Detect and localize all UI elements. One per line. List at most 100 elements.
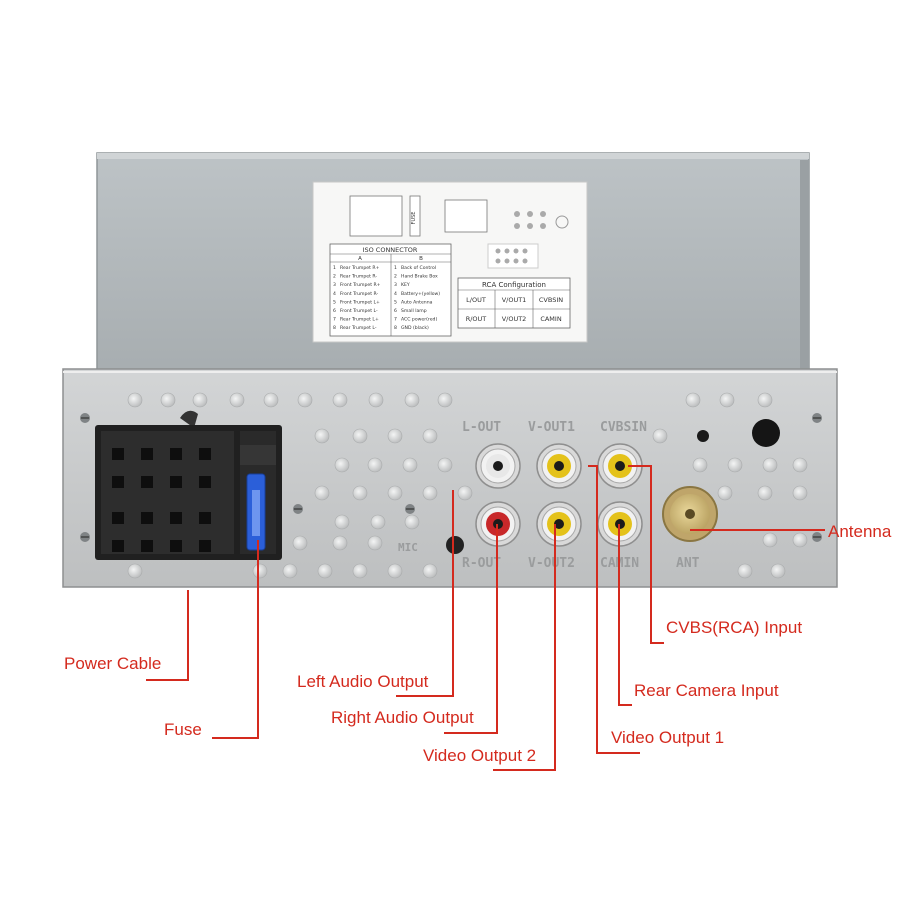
cvbsin-jack xyxy=(597,443,643,489)
panel-dimple xyxy=(368,392,384,408)
iso-table-cell: Rear Trumpet L- xyxy=(340,325,377,331)
panel-dimple xyxy=(160,392,176,408)
callout-left-audio-output: Left Audio Output xyxy=(297,672,429,691)
connector-pin xyxy=(112,448,124,460)
panel-dimple xyxy=(717,485,733,501)
video1-leader xyxy=(588,465,640,754)
panel-dimple xyxy=(334,514,350,530)
cvbs-leader xyxy=(628,465,664,644)
left-audio-leader xyxy=(396,490,454,697)
panel-dimple xyxy=(332,535,348,551)
panel-dimple xyxy=(127,563,143,579)
rear-camera-leader xyxy=(618,524,632,706)
right-audio-leader xyxy=(444,524,498,734)
panel-dimple xyxy=(727,457,743,473)
label-ant: ANT xyxy=(676,556,700,571)
callout-video-output-2: Video Output 2 xyxy=(423,746,537,765)
callout-right-audio-output: Right Audio Output xyxy=(331,708,474,727)
panel-dimples xyxy=(127,392,808,579)
panel-dimple xyxy=(352,485,368,501)
callout-video-output-1: Video Output 1 xyxy=(611,728,725,747)
iso-table-cell: Front Trumpet L- xyxy=(340,308,378,314)
connector-pin xyxy=(112,476,124,488)
connector-pin xyxy=(199,448,211,460)
iso-power-connector xyxy=(95,410,282,560)
iso-col-b: B xyxy=(419,256,423,262)
iso-table-cell: Small lamp xyxy=(401,308,427,314)
panel-dimple xyxy=(792,485,808,501)
rca-config-cell: R/OUT xyxy=(466,315,487,323)
panel-dimple xyxy=(387,485,403,501)
panel-dimple xyxy=(422,485,438,501)
connector-pin xyxy=(141,448,153,460)
hole-icon xyxy=(752,419,780,447)
iso-table-cell: Rear Trumpet L+ xyxy=(340,317,379,323)
iso-table-cell: Rear Trumpet R+ xyxy=(340,265,380,271)
iso-table-cell: Auto Antenna xyxy=(401,299,433,305)
panel-dimple xyxy=(402,457,418,473)
iso-table-cell: 2 xyxy=(333,274,336,280)
iso-table-cell: 3 xyxy=(394,282,397,288)
panel-dimple xyxy=(762,457,778,473)
iso-table-cell: 1 xyxy=(333,265,336,271)
panel-dimple xyxy=(367,457,383,473)
rca-jacks xyxy=(475,443,643,547)
panel-dimple xyxy=(292,535,308,551)
rca-config-cell: V/OUT1 xyxy=(502,296,527,304)
panel-dimple xyxy=(317,563,333,579)
panel-dimple xyxy=(404,392,420,408)
panel-dimple xyxy=(314,428,330,444)
panel-dimple xyxy=(352,428,368,444)
panel-dimple xyxy=(457,485,473,501)
rca-config-cell: CVBSIN xyxy=(539,296,563,304)
panel-dimple xyxy=(692,457,708,473)
connector-pin xyxy=(199,512,211,524)
v-out2-jack xyxy=(536,501,582,547)
iso-table-cell: Front Trumpet R+ xyxy=(340,282,381,288)
rca-config-cell: V/OUT2 xyxy=(502,315,527,323)
iso-table-cell: GND (black) xyxy=(401,325,429,331)
iso-table-cell: Front Trumpet L+ xyxy=(340,299,380,305)
rca-config-title: RCA Configuration xyxy=(482,281,546,289)
panel-dimple xyxy=(387,563,403,579)
panel-dimple xyxy=(352,563,368,579)
label-cvbsin: CVBSIN xyxy=(600,420,647,435)
fuse-icon xyxy=(246,473,266,551)
rca-config-cell: L/OUT xyxy=(466,296,486,304)
panel-dimple xyxy=(334,457,350,473)
iso-table-cell: Battery+(yellow) xyxy=(401,291,440,297)
panel-dimple xyxy=(685,392,701,408)
iso-table-cell: 5 xyxy=(333,299,336,305)
iso-table-cell: KEY xyxy=(401,282,410,288)
panel-dimple xyxy=(127,392,143,408)
connector-pin xyxy=(170,476,182,488)
iso-table-cell: 7 xyxy=(333,317,336,323)
connector-pin xyxy=(199,540,211,552)
panel-dimple xyxy=(762,532,778,548)
iso-table-cell: 1 xyxy=(394,265,397,271)
panel-dimple xyxy=(263,392,279,408)
panel-dimple xyxy=(437,392,453,408)
power-cable-leader xyxy=(146,590,189,681)
label-v-out2: V-OUT2 xyxy=(528,556,575,571)
label-mic: MIC xyxy=(398,541,418,554)
iso-connector-title: ISO CONNECTOR xyxy=(363,246,418,254)
panel-dimple xyxy=(367,535,383,551)
sticker-fuse-label: FUSE xyxy=(411,212,417,225)
label-v-out1: V-OUT1 xyxy=(528,420,575,435)
screw-icon xyxy=(80,413,822,542)
panel-dimple xyxy=(422,563,438,579)
panel-dimple xyxy=(252,563,268,579)
panel-dimple xyxy=(792,457,808,473)
iso-table-cell: Rear Trumpet R- xyxy=(340,274,377,280)
panel-dimple xyxy=(757,485,773,501)
connector-pin xyxy=(170,448,182,460)
label-l-out: L-OUT xyxy=(462,420,501,435)
iso-table-cell: 8 xyxy=(333,325,336,331)
connector-pin xyxy=(141,512,153,524)
panel-dimple xyxy=(792,532,808,548)
